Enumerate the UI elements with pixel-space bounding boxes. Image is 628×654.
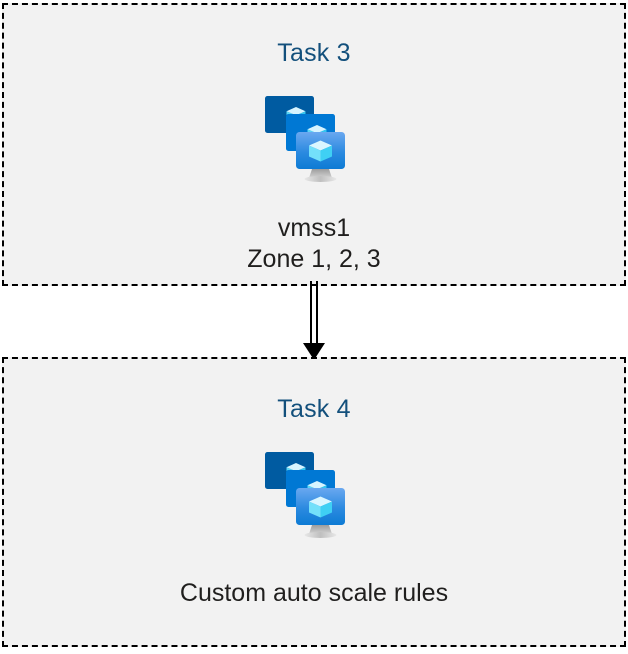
task4-caption-line-1: Custom auto scale rules xyxy=(179,579,449,607)
group-box-task4: Task 4 xyxy=(2,357,626,647)
task3-caption: vmss1 Zone 1, 2, 3 xyxy=(247,213,380,275)
vm-scale-set-icon xyxy=(263,92,365,186)
task3-title: Task 3 xyxy=(277,39,351,67)
group-box-task3: Task 3 xyxy=(2,3,626,286)
task4-caption: Custom auto scale rules xyxy=(180,578,448,609)
task3-caption-line-2: Zone 1, 2, 3 xyxy=(247,245,381,273)
connector-arrow-task3-to-task4 xyxy=(297,281,331,361)
vm-scale-set-icon xyxy=(263,448,365,542)
task3-caption-line-1: vmss1 xyxy=(277,214,351,242)
task4-title: Task 4 xyxy=(277,395,351,423)
